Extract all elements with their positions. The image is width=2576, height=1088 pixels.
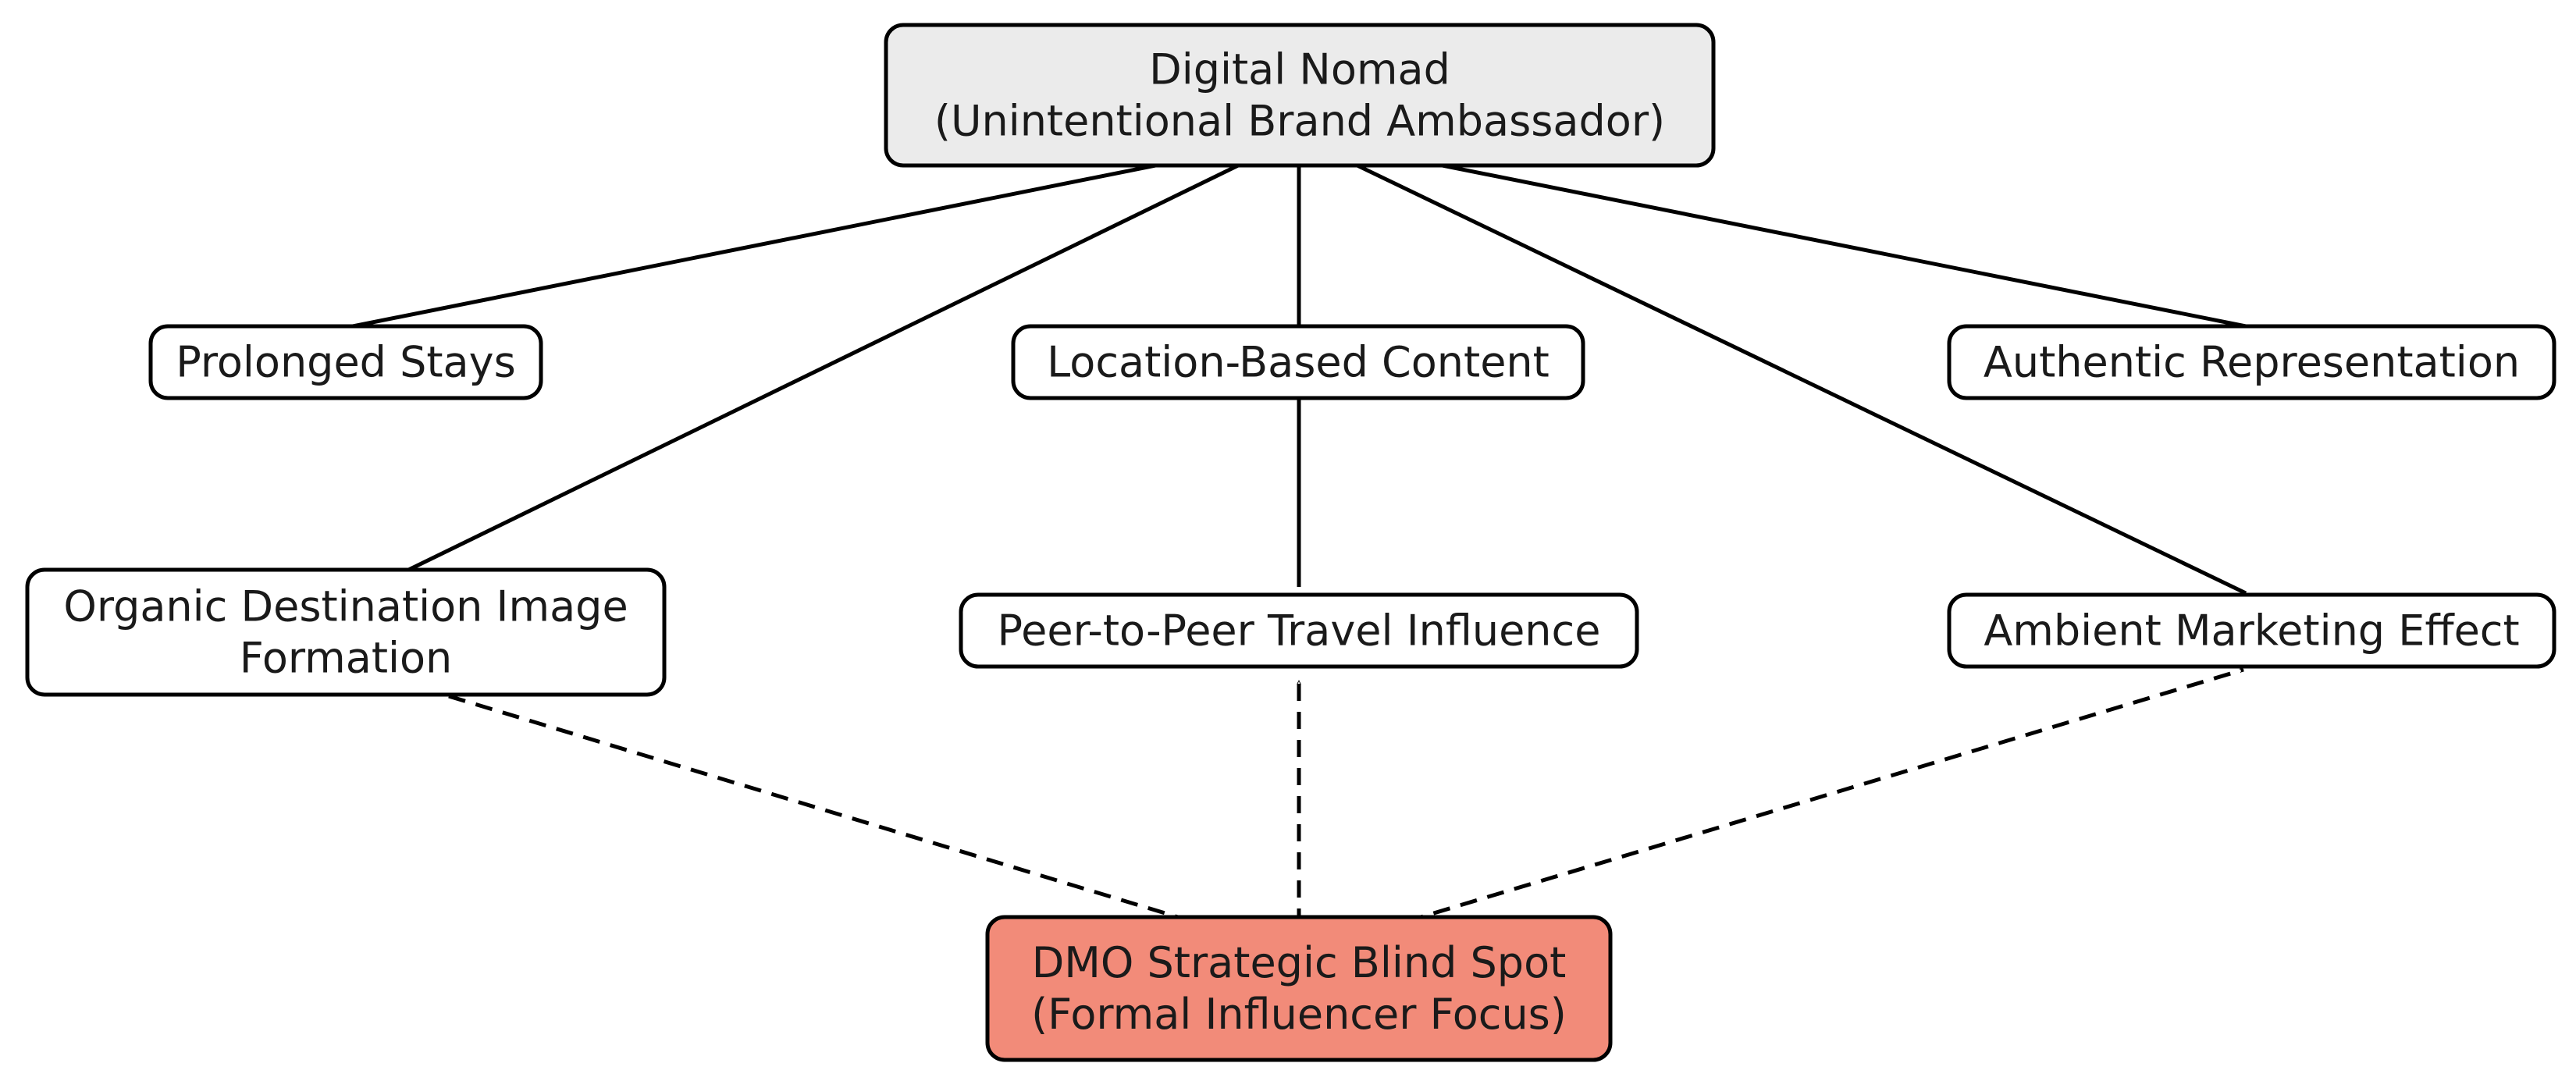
edge-prolonged-stays-to-hub <box>352 135 1296 329</box>
node-box-authentic <box>1947 324 2556 400</box>
node-label-hub-line-1: Digital Nomad <box>1149 45 1450 94</box>
node-ambient: Ambient Marketing Effect <box>1947 592 2556 669</box>
node-label-blind-spot-line-2: (Formal Influencer Focus) <box>1031 990 1567 1039</box>
edge-ambient-to-hub <box>1297 135 2247 596</box>
node-label-location-content: Location-Based Content <box>1047 338 1550 387</box>
edge-organic-to-hub <box>359 135 1297 596</box>
node-box-ambient <box>1947 592 2556 669</box>
node-box-blind-spot <box>985 915 1613 1062</box>
node-location-content: Location-Based Content <box>1011 324 1585 400</box>
node-label-organic-line-1: Organic Destination Image <box>63 582 628 631</box>
node-label-authentic: Authentic Representation <box>1984 338 2520 387</box>
node-label-prolonged-stays: Prolonged Stays <box>176 338 516 387</box>
node-label-ambient: Ambient Marketing Effect <box>1984 606 2519 656</box>
node-box-prolonged-stays <box>148 324 543 400</box>
node-label-hub-line-2: (Unintentional Brand Ambassador) <box>934 97 1665 146</box>
node-box-location-content <box>1011 324 1585 400</box>
node-blind-spot: DMO Strategic Blind Spot(Formal Influenc… <box>985 915 1613 1062</box>
edge-blind-spot-to-organic <box>361 667 1300 956</box>
node-peer: Peer-to-Peer Travel Influence <box>959 592 1639 669</box>
edge-blind-spot-to-ambient <box>1298 667 2243 956</box>
node-label-organic-line-2: Formation <box>240 634 453 683</box>
node-label-peer: Peer-to-Peer Travel Influence <box>998 606 1601 656</box>
node-box-hub <box>884 23 1716 168</box>
nodes-layer: Digital Nomad(Unintentional Brand Ambass… <box>25 23 2556 1062</box>
node-authentic: Authentic Representation <box>1947 324 2556 400</box>
edge-authentic-to-hub <box>1302 135 2247 329</box>
node-label-blind-spot-line-1: DMO Strategic Blind Spot <box>1032 938 1567 987</box>
node-hub: Digital Nomad(Unintentional Brand Ambass… <box>884 23 1716 168</box>
node-box-peer <box>959 592 1639 669</box>
node-box-organic <box>25 567 667 697</box>
edges-layer <box>352 135 2247 956</box>
node-prolonged-stays: Prolonged Stays <box>148 324 543 400</box>
